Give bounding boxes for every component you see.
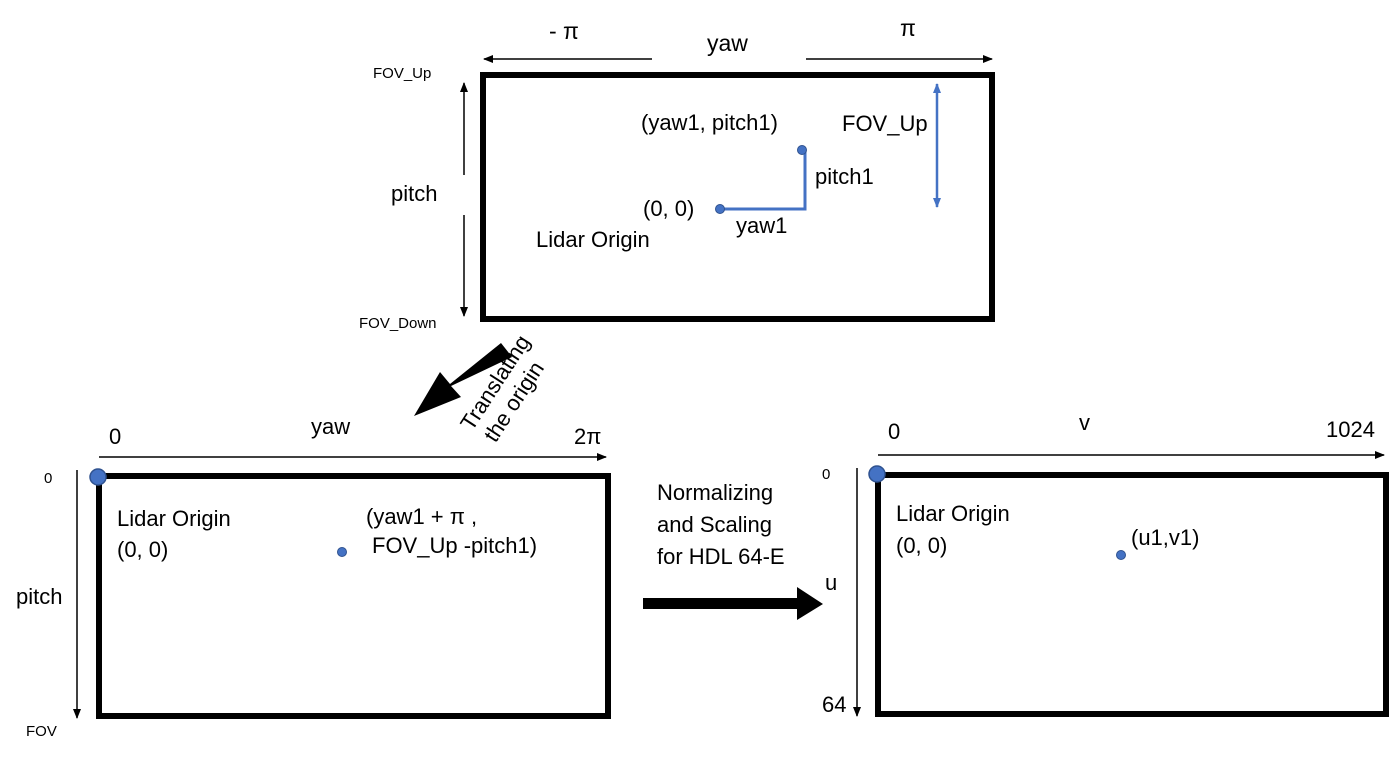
lidar-origin-marker [89, 468, 107, 486]
yaw-min-label: - π [549, 18, 579, 44]
yaw-axis-label: yaw [311, 414, 350, 439]
bottom-left-panel: 0 yaw 2π 0 pitch FOV Lidar Origin (0, 0)… [16, 414, 611, 740]
top-panel: - π yaw π FOV_Up pitch FOV_Down FOV_Up (… [359, 15, 995, 332]
fov-up-label: FOV_Up [373, 65, 431, 82]
normalize-label-line1: Normalizing [657, 480, 773, 505]
u-axis-label: u [825, 570, 837, 595]
normalize-arrow [643, 587, 823, 620]
v-axis-label: v [1079, 410, 1090, 435]
point-u1-v1 [1116, 550, 1126, 560]
v-axis-end-label: 1024 [1326, 417, 1375, 442]
point-yaw1-pitch1-label: (yaw1, pitch1) [641, 110, 778, 135]
origin-coords-label: (0, 0) [896, 533, 947, 558]
lidar-origin-label: Lidar Origin [117, 506, 231, 531]
bottom-right-panel: 0 v 1024 0 u 64 Lidar Origin (0, 0) (u1,… [822, 410, 1389, 717]
yaw-axis-end-label: 2π [574, 424, 601, 449]
lidar-origin-label: Lidar Origin [896, 501, 1010, 526]
pitch1-label: pitch1 [815, 164, 874, 189]
yaw-max-label: π [900, 15, 916, 41]
normalize-label-line3: for HDL 64-E [657, 544, 785, 569]
bottom-left-panel-frame [96, 473, 611, 719]
pitch-axis-start-label: 0 [44, 470, 52, 487]
yaw1-pitch1-path [721, 150, 807, 211]
yaw1-label: yaw1 [736, 213, 787, 238]
u-axis-end-label: 64 [822, 692, 846, 717]
point-yaw1-pitch1 [797, 145, 807, 155]
origin-point [715, 204, 725, 214]
yaw-axis-start-label: 0 [109, 424, 121, 449]
lidar-origin-label: Lidar Origin [536, 227, 650, 252]
point-u1-v1-label: (u1,v1) [1131, 525, 1199, 550]
pitch-axis-label: pitch [16, 584, 62, 609]
bottom-right-panel-frame [875, 472, 1389, 717]
translated-point-label-line1: (yaw1 + π , [366, 504, 477, 529]
normalize-label-line2: and Scaling [657, 512, 772, 537]
fov-down-label: FOV_Down [359, 315, 437, 332]
v-axis-start-label: 0 [888, 419, 900, 444]
origin-coords-label: (0, 0) [643, 196, 694, 221]
pitch-axis-end-label: FOV [26, 723, 57, 740]
yaw-axis-label: yaw [707, 30, 748, 56]
fov-up-range-label: FOV_Up [842, 111, 928, 136]
origin-coords-label: (0, 0) [117, 537, 168, 562]
lidar-origin-marker [868, 465, 886, 483]
top-panel-frame [480, 72, 995, 322]
translated-point-label-line2: FOV_Up -pitch1) [372, 533, 537, 558]
pitch-axis-label: pitch [391, 181, 437, 206]
u-axis-start-label: 0 [822, 466, 830, 483]
translate-transition: Translating the origin [414, 331, 549, 446]
normalize-transition: Normalizing and Scaling for HDL 64-E [643, 480, 823, 620]
translate-arrow [414, 343, 512, 416]
translated-point [337, 547, 347, 557]
